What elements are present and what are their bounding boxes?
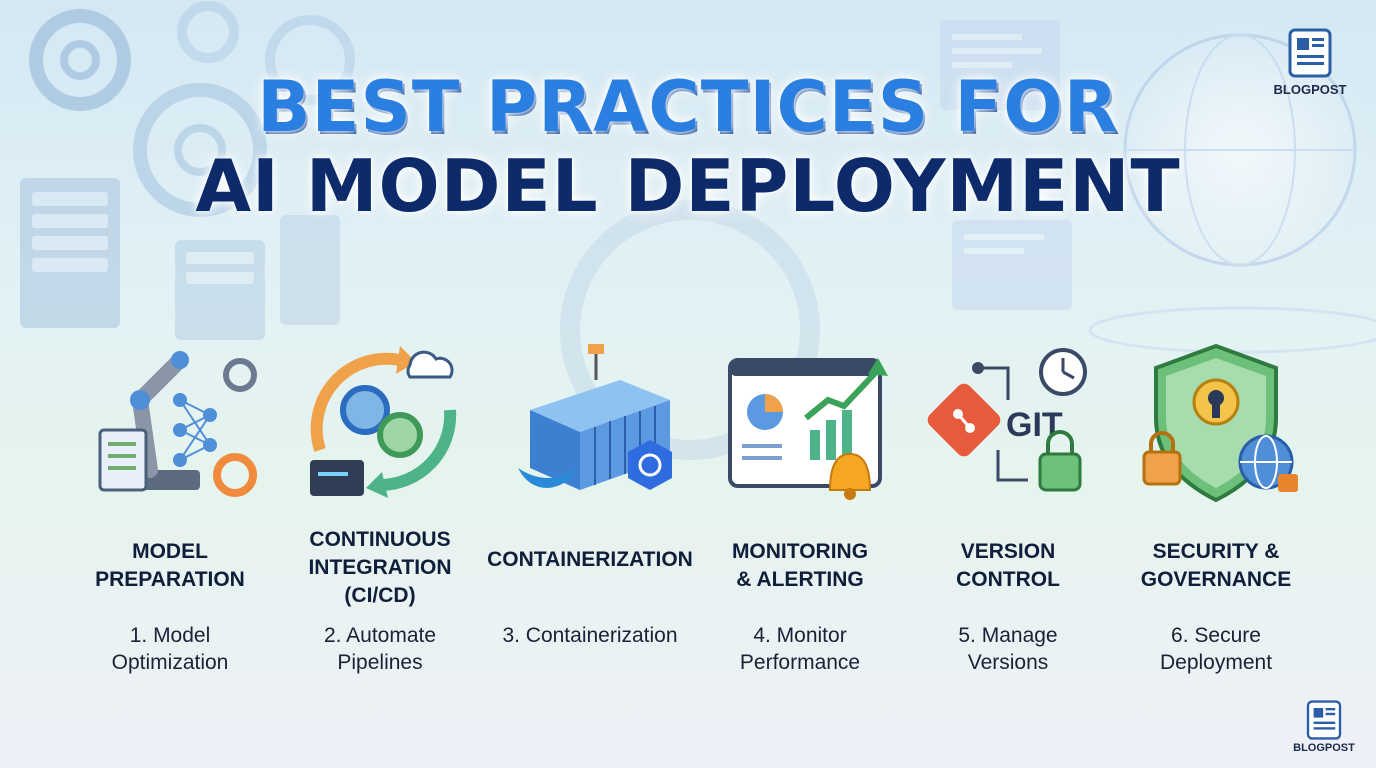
step-title: MODEL PREPARATION <box>95 540 245 591</box>
step-security-governance: SECURITY & GOVERNANCE 6. Secure Deployme… <box>1112 340 1320 674</box>
server-rack-icon <box>20 178 340 340</box>
gear-icon <box>177 1 355 105</box>
brand-logo: BLOGPOST <box>1258 28 1362 97</box>
brand-name: BLOGPOST <box>1293 742 1355 754</box>
step-title: CONTAINERIZATION <box>487 548 693 571</box>
gear-icon <box>133 83 267 217</box>
shipping-container-icon <box>518 344 672 490</box>
git-version-icon: GIT <box>927 348 1087 492</box>
globe-network-icon <box>1088 20 1376 354</box>
step-description: 6. Secure Deployment <box>1159 624 1273 674</box>
step-version-control: GIT VERSION CONTROL 5. Manage Versions <box>904 340 1112 674</box>
step-title: CONTINUOUS INTEGRATION (CI/CD) <box>308 528 452 607</box>
code-panel-icon <box>940 20 1072 310</box>
page-title-line-2: AI MODEL DEPLOYMENT <box>195 144 1181 228</box>
step-containerization: CONTAINERIZATION 3. Containerization <box>486 340 694 647</box>
step-title: MONITORING & ALERTING <box>731 540 869 591</box>
step-description: 1. Model Optimization <box>111 624 229 674</box>
brand-logo-footer: BLOGPOST <box>1284 700 1364 754</box>
brand-name: BLOGPOST <box>1273 82 1347 97</box>
robot-arm-neural-network-icon <box>98 351 257 497</box>
step-title: VERSION CONTROL <box>956 540 1060 591</box>
step-title: SECURITY & GOVERNANCE <box>1140 540 1292 591</box>
step-monitoring-alerting: MONITORING & ALERTING 4. Monitor Perform… <box>696 340 904 674</box>
step-continuous-integration: CONTINUOUS INTEGRATION (CI/CD) 2. Automa… <box>276 340 484 674</box>
shield-keyhole-icon <box>1142 343 1298 503</box>
newspaper-icon <box>1306 700 1342 740</box>
step-description: 2. Automate Pipelines <box>323 624 437 674</box>
gear-icon <box>29 9 131 111</box>
step-description: 3. Containerization <box>502 624 678 647</box>
step-description: 5. Manage Versions <box>958 624 1058 674</box>
dashboard-alert-icon <box>728 358 888 500</box>
cicd-gears-cycle-icon <box>310 346 457 498</box>
newspaper-icon <box>1288 28 1332 78</box>
step-model-preparation: MODEL PREPARATION 1. Model Optimization <box>66 340 274 674</box>
page-title-line-1: BEST PRACTICES FOR <box>257 66 1119 148</box>
step-description: 4. Monitor Performance <box>739 624 861 674</box>
gear-icon <box>560 200 820 460</box>
svg-text:GIT: GIT <box>1006 406 1063 444</box>
